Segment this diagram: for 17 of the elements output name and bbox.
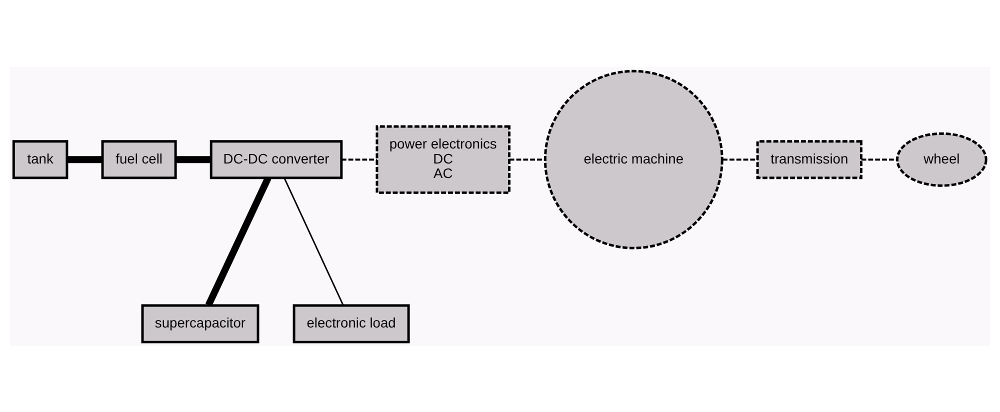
connector [341, 158, 377, 160]
connector [205, 176, 272, 306]
node-box: fuel cell [101, 140, 177, 179]
node-box: tank [12, 140, 68, 179]
connector [67, 156, 102, 163]
node-box: electronic load [292, 304, 410, 343]
connector [861, 158, 897, 160]
node-box: supercapacitor [141, 304, 260, 343]
connector [176, 156, 212, 163]
connector [722, 158, 758, 160]
node-box: power electronics DC AC [376, 124, 510, 194]
node-box: transmission [756, 140, 862, 179]
connector [284, 177, 344, 305]
node-ellipse: wheel [896, 132, 988, 186]
node-box: DC-DC converter [210, 140, 343, 179]
node-circle: electric machine [544, 69, 724, 249]
connector [509, 158, 545, 160]
